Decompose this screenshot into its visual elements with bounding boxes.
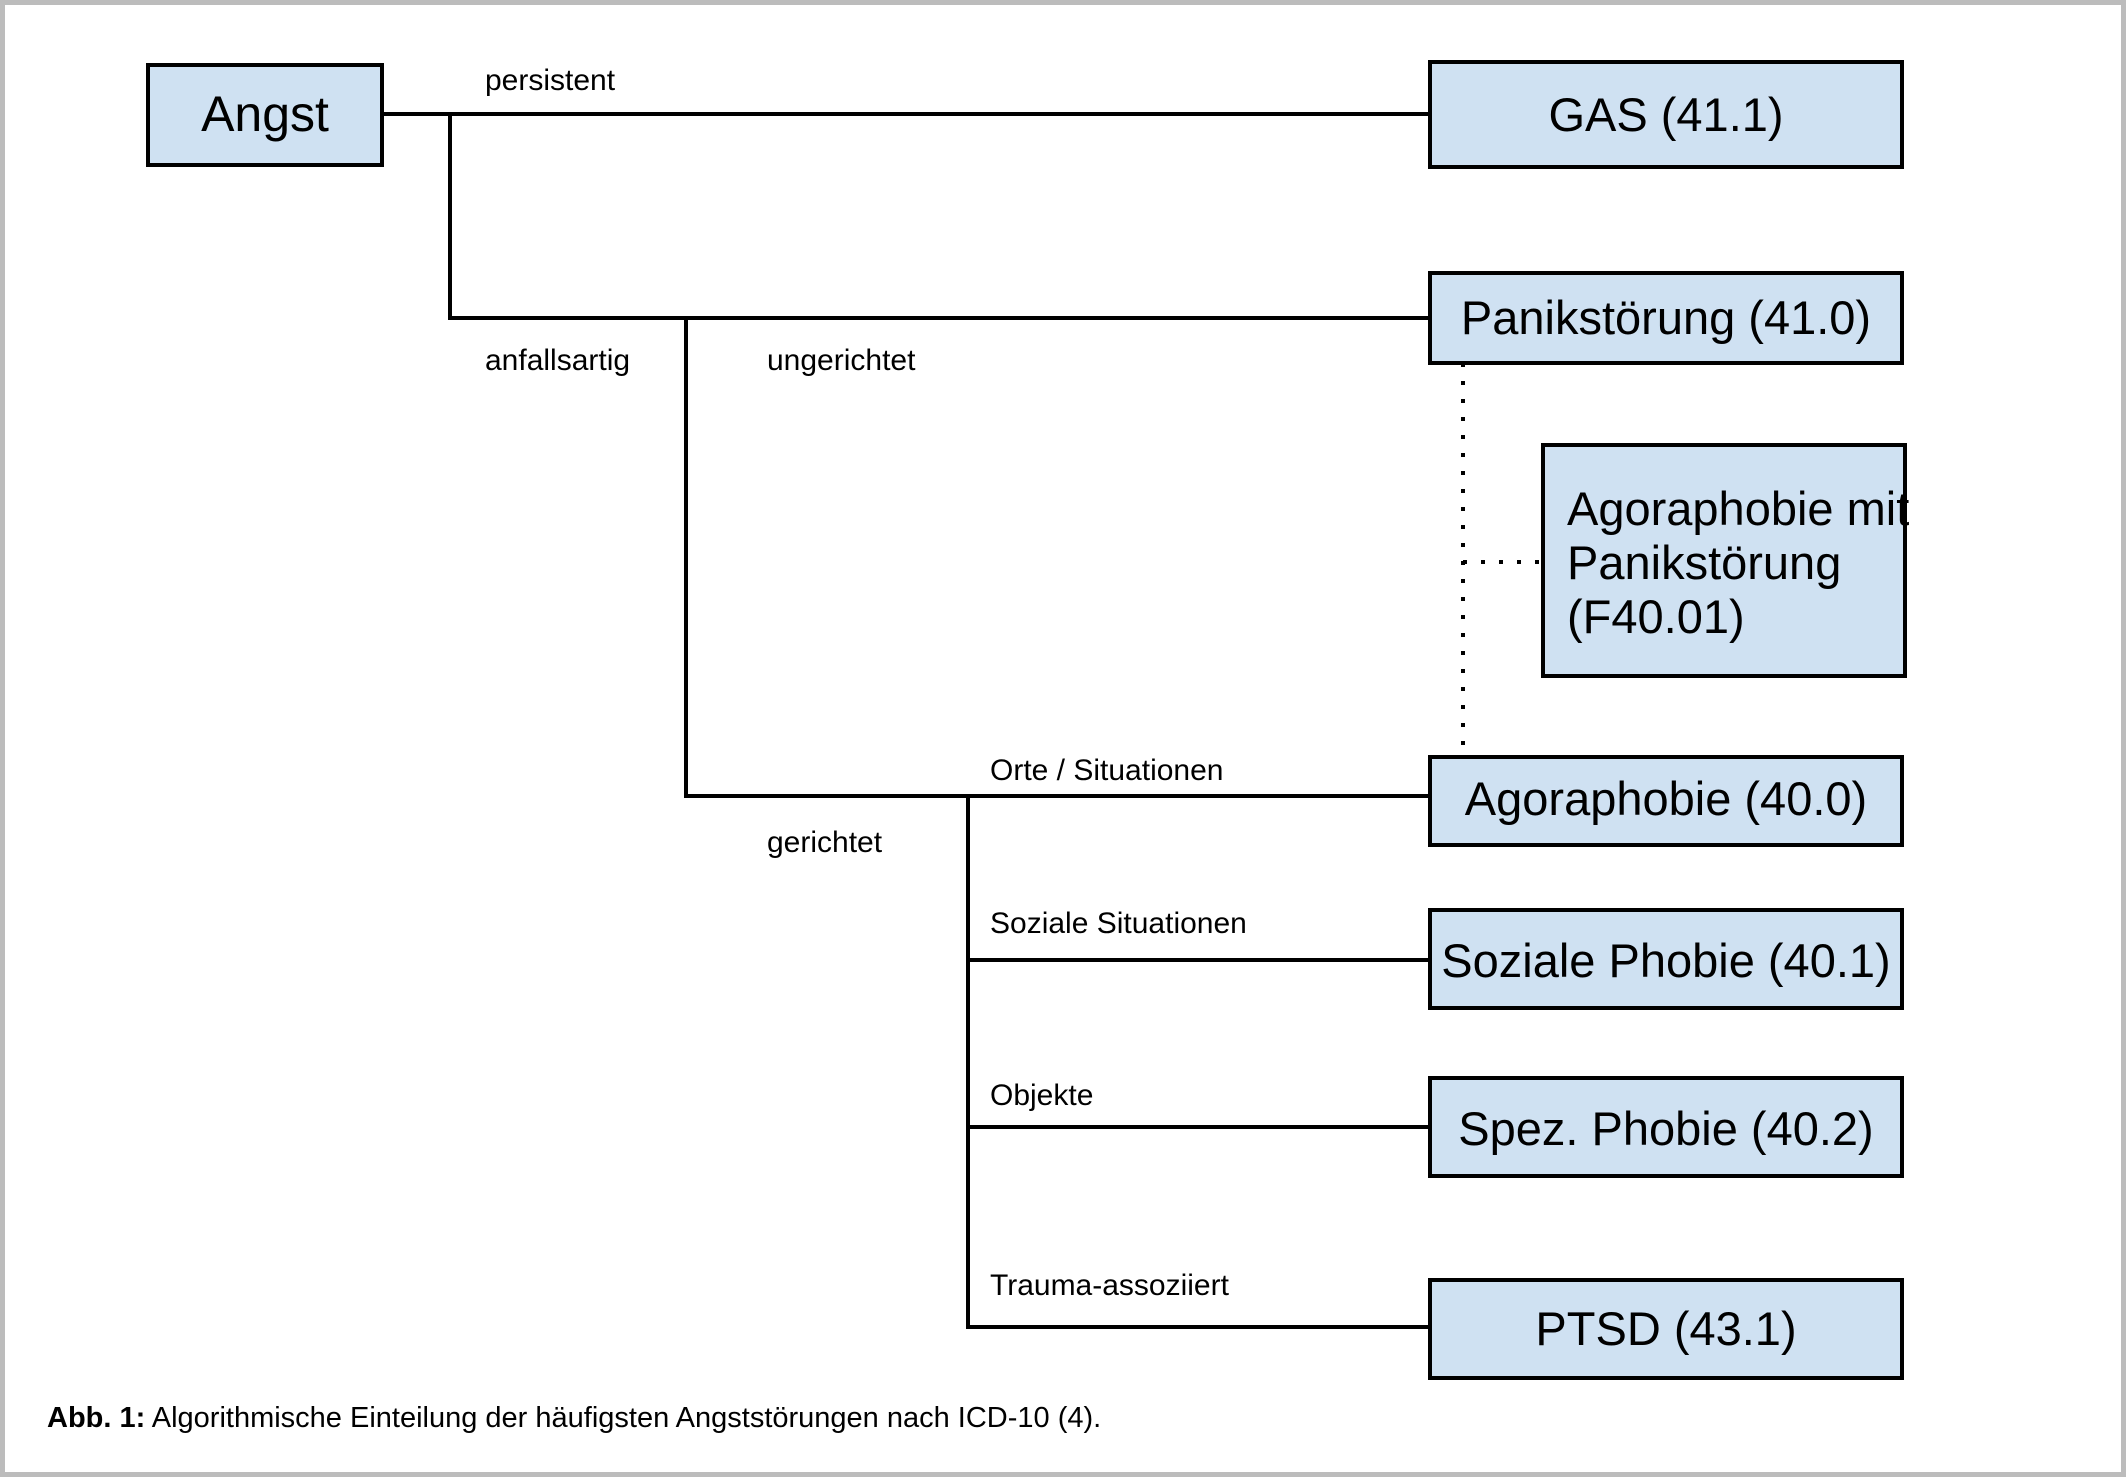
node-gas-label: GAS (41.1) [1548,88,1783,141]
node-soziale-phobie-label: Soziale Phobie (40.1) [1441,934,1890,987]
edge-label-ungerichtet: ungerichtet [767,344,916,377]
node-soziale-phobie-box[interactable] [1428,908,1904,1010]
node-spez-phobie-box[interactable] [1428,1076,1904,1178]
edge-label-orte-situationen: Orte / Situationen [990,754,1223,787]
edge-label-persistent: persistent [485,64,616,97]
dotted-connector-group [1461,363,1543,757]
edge-label-objekte: Objekte [990,1079,1093,1112]
node-gas-box[interactable] [1428,60,1904,169]
node-angst-label: Angst [201,86,329,142]
node-agoraphobie-label: Agoraphobie (40.0) [1465,772,1867,825]
node-agoraphobie-mit-panikstoerung-label-line1: Agoraphobie mit [1567,482,1909,535]
figure-caption-text: Algorithmische Einteilung der häufigsten… [145,1402,1102,1434]
node-panikstoerung-box[interactable] [1428,271,1904,365]
node-agoraphobie-mit-panikstoerung[interactable]: Agoraphobie mit Panikstörung (F40.01) [1541,443,1909,678]
edge-label-anfallsartig: anfallsartig [485,344,630,377]
node-soziale-phobie[interactable]: Soziale Phobie (40.1) [1428,908,1904,1010]
node-gas[interactable]: GAS (41.1) [1428,60,1904,169]
node-panikstoerung[interactable]: Panikstörung (41.0) [1428,271,1904,365]
figure-caption: Abb. 1: Algorithmische Einteilung der hä… [47,1400,2007,1436]
node-agoraphobie[interactable]: Agoraphobie (40.0) [1428,755,1904,847]
edge-label-group: persistent anfallsartig ungerichtet Orte… [485,64,1247,1302]
edge-label-trauma-assoziiert: Trauma-assoziiert [990,1269,1230,1302]
node-ptsd[interactable]: PTSD (43.1) [1428,1278,1904,1380]
node-panikstoerung-label: Panikstörung (41.0) [1461,291,1871,344]
node-agoraphobie-mit-panikstoerung-box[interactable] [1541,443,1907,678]
node-agoraphobie-mit-panikstoerung-label-line2: Panikstörung [1567,536,1841,589]
figure-caption-label: Abb. 1: [47,1402,146,1434]
node-angst-box[interactable] [146,63,384,167]
flowchart-diagram: persistent anfallsartig ungerichtet Orte… [146,60,1909,1380]
edge-label-gerichtet: gerichtet [767,826,883,859]
node-agoraphobie-box[interactable] [1428,755,1904,847]
node-angst[interactable]: Angst [146,63,384,167]
node-spez-phobie[interactable]: Spez. Phobie (40.2) [1428,1076,1904,1178]
connector-group [380,112,1432,1329]
node-agoraphobie-mit-panikstoerung-label-line3: (F40.01) [1567,590,1745,643]
node-ptsd-box[interactable] [1428,1278,1904,1380]
node-ptsd-label: PTSD (43.1) [1535,1302,1796,1355]
edge-label-soziale-situationen: Soziale Situationen [990,907,1247,940]
node-spez-phobie-label: Spez. Phobie (40.2) [1458,1102,1873,1155]
